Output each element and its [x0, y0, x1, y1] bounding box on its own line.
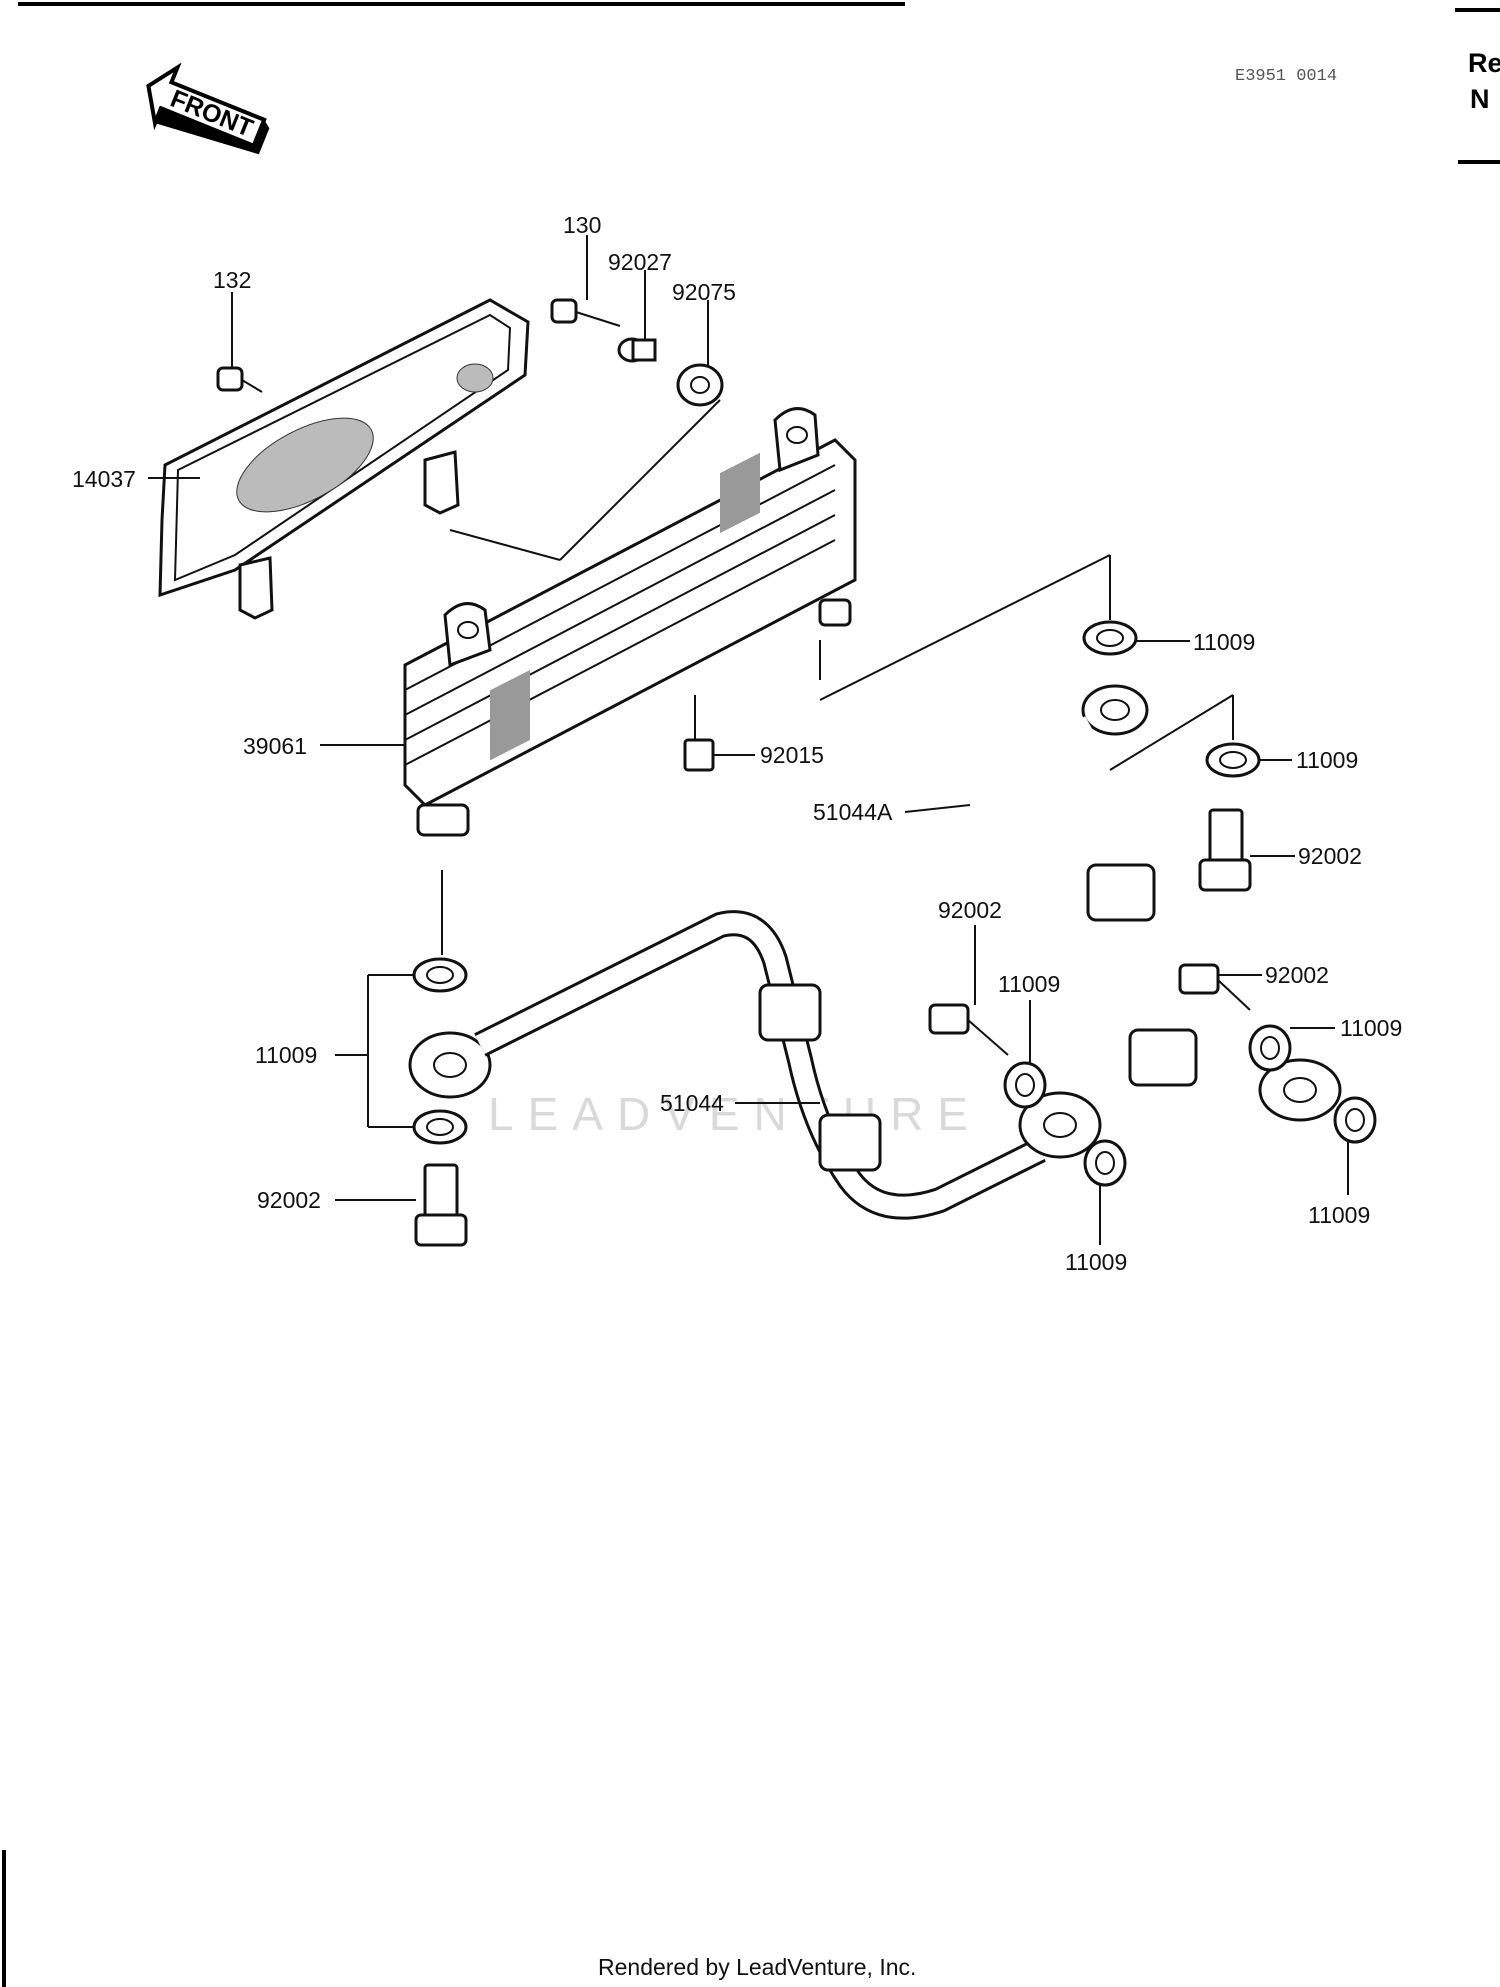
banjo-bolt-92002-right: [1198, 808, 1252, 892]
cooler-guard: [158, 298, 530, 620]
bolt-130: [550, 298, 621, 327]
callout-11009-top: 11009: [1193, 629, 1255, 655]
corner-text-line1: Re: [1468, 48, 1500, 78]
callout-11009-mid: 11009: [998, 971, 1060, 997]
leader-lines: [148, 235, 1349, 1245]
callout-51044: 51044: [660, 1090, 724, 1116]
clamp-92015: [683, 738, 715, 772]
callout-92002-left: 92002: [257, 1187, 321, 1213]
banjo-bolt-92002-right-mid: [1178, 963, 1251, 1011]
screw-132: [216, 366, 263, 393]
callout-92002-right-mid: 92002: [1265, 962, 1329, 988]
watermark: LEADVENTURE: [488, 1088, 982, 1140]
washer-11009-right: [1205, 742, 1261, 778]
washer-11009-left-lower: [412, 1109, 468, 1145]
callout-132: 132: [213, 267, 251, 293]
footer-credit: Rendered by LeadVenture, Inc.: [598, 1954, 916, 1980]
callout-92027: 92027: [608, 249, 672, 275]
callout-39061: 39061: [243, 733, 307, 759]
callout-51044A: 51044A: [813, 799, 893, 825]
washer-11009-bottom-right: [1333, 1096, 1377, 1144]
callout-labels: 132 130 92027 92075 14037 39061 92015 11…: [72, 212, 1402, 1275]
callout-92002-right: 92002: [1298, 843, 1362, 869]
washer-11009-left-upper: [412, 957, 468, 993]
oil-pipe-51044A: [966, 684, 1342, 1131]
washer-11009-top: [1082, 620, 1138, 656]
corner-text-line2: N: [1470, 84, 1490, 114]
callout-92002-mid: 92002: [938, 897, 1002, 923]
oil-cooler: [403, 407, 857, 837]
callout-11009-bottom-right: 11009: [1308, 1202, 1370, 1228]
banjo-bolt-92002-left: [414, 1163, 468, 1247]
oil-pipe-51044: [408, 910, 1102, 1220]
grommet-92075: [676, 363, 724, 407]
callout-11009-left: 11009: [255, 1042, 317, 1068]
banjo-bolt-92002-mid: [928, 1003, 1009, 1056]
callout-14037: 14037: [72, 466, 136, 492]
washer-11009-mid: [1003, 1061, 1047, 1109]
callout-92075: 92075: [672, 279, 736, 305]
washer-11009-bottom: [1083, 1139, 1127, 1187]
collar-92027: [617, 337, 657, 363]
callout-11009-right-mid: 11009: [1340, 1015, 1402, 1041]
reference-code: E3951 0014: [1235, 67, 1337, 86]
washer-11009-right-mid: [1248, 1024, 1292, 1072]
callout-92015: 92015: [760, 742, 824, 768]
callout-130: 130: [563, 212, 601, 238]
callout-11009-bottom: 11009: [1065, 1249, 1127, 1275]
front-arrow-icon: FRONT: [146, 62, 270, 155]
callout-11009-right: 11009: [1296, 747, 1358, 773]
